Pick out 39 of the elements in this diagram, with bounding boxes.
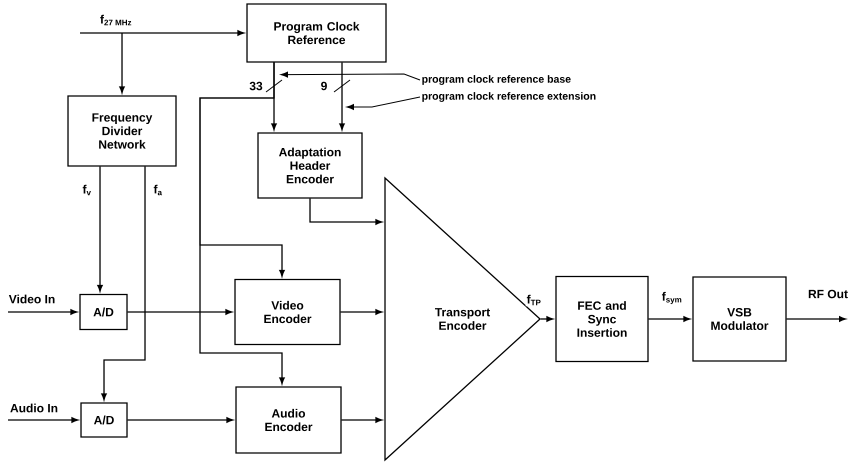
edge-label: f$_{sym}$ — [660, 290, 684, 306]
arrow — [648, 316, 690, 322]
arrow — [339, 62, 345, 130]
block-box: Video Encoder — [234, 278, 341, 346]
annotation-text: program clock reference extension — [422, 92, 596, 102]
arrow — [540, 316, 554, 322]
block-box: Program Clock Reference — [246, 3, 387, 63]
arrow — [101, 166, 146, 400]
edge-label: Video In — [8, 294, 56, 304]
edge-label: RF Out — [807, 288, 849, 300]
arrow — [8, 417, 78, 423]
edge-label: 9 — [320, 80, 328, 92]
block-box: VSB Modulator — [692, 276, 787, 362]
edge-label: f$_{v}$ — [82, 184, 92, 196]
block-box: Audio Encoder — [235, 386, 342, 454]
edge-label: 33 — [248, 80, 264, 92]
arrow — [786, 316, 846, 322]
edge-label: f$_{TP}$ — [526, 294, 542, 306]
arrow — [8, 309, 78, 315]
annotation-text: program clock reference base — [422, 75, 571, 85]
edge-label: f$_{27 MHz}$ — [98, 14, 134, 26]
edge-label: f$_{a}$ — [152, 184, 164, 196]
arrow — [80, 30, 244, 36]
arrow — [309, 198, 382, 225]
block-box: FEC and Sync Insertion — [555, 276, 649, 362]
block-box: A/D — [79, 294, 128, 330]
block-box: A/D — [80, 402, 128, 438]
leader-line — [280, 72, 420, 80]
block-box: Adaptation Header Encoder — [257, 132, 363, 199]
arrow — [119, 33, 125, 94]
arrow — [128, 417, 234, 423]
arrow — [97, 166, 103, 292]
leader-line — [346, 96, 420, 110]
arrow — [340, 309, 382, 315]
block-box: Frequency Divider Network — [67, 95, 177, 167]
edge-label: Audio In — [9, 402, 59, 414]
arrow — [342, 417, 382, 423]
arrow — [128, 309, 232, 315]
arrow — [199, 62, 285, 384]
